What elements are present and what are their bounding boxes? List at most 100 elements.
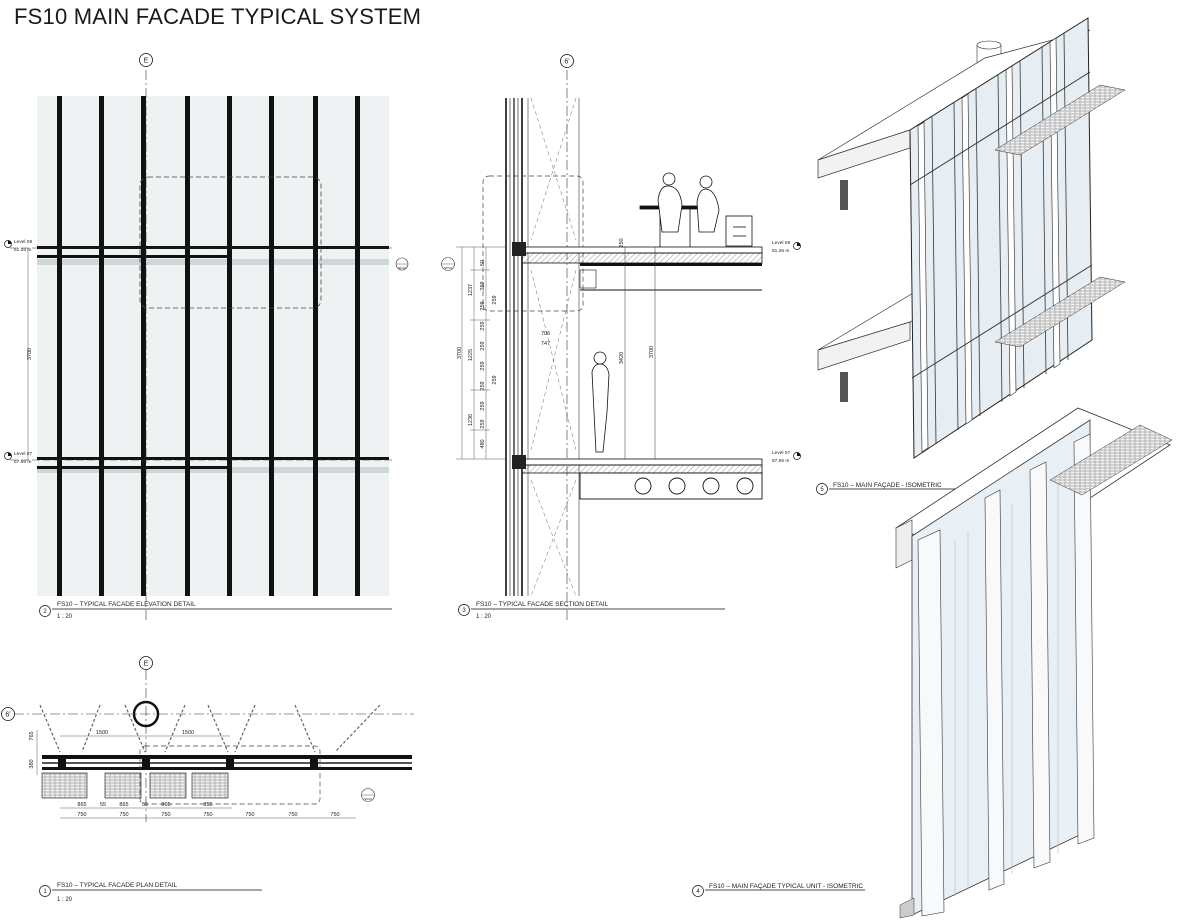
- svg-text:Level 07: Level 07: [772, 450, 790, 456]
- svg-text:FS10 – MAIN FAÇADE TYPICAL UNI: FS10 – MAIN FAÇADE TYPICAL UNIT - ISOMET…: [709, 883, 863, 890]
- svg-text:380: 380: [29, 759, 35, 768]
- svg-text:1225: 1225: [468, 349, 474, 361]
- svg-text:SD10: SD10: [364, 797, 372, 801]
- elevation-glazing: [37, 96, 389, 596]
- lower-bracket: [512, 455, 526, 469]
- svg-text:259: 259: [480, 419, 486, 428]
- svg-text:259: 259: [492, 295, 498, 304]
- svg-text:1500: 1500: [182, 730, 194, 736]
- svg-text:Level 08: Level 08: [772, 240, 790, 246]
- svg-text:259: 259: [480, 381, 486, 390]
- svg-text:FS10 – MAIN FAÇADE - ISOMETRIC: FS10 – MAIN FAÇADE - ISOMETRIC: [833, 482, 942, 489]
- svg-text:FS10 – TYPICAL FACADE SECTION: FS10 – TYPICAL FACADE SECTION DETAIL: [476, 601, 608, 608]
- svg-text:855: 855: [203, 802, 212, 808]
- grid-bubble-e-prime-sec: 6': [560, 54, 574, 68]
- svg-text:Level 07: Level 07: [14, 451, 32, 457]
- svg-text:750: 750: [330, 812, 339, 818]
- svg-text:750: 750: [245, 812, 254, 818]
- svg-text:FS10 – TYPICAL FACADE PLAN DET: FS10 – TYPICAL FACADE PLAN DETAIL: [57, 882, 178, 889]
- svg-text:1500: 1500: [96, 730, 108, 736]
- svg-text:865: 865: [119, 802, 128, 808]
- svg-text:480: 480: [480, 439, 486, 448]
- svg-text:750: 750: [203, 812, 212, 818]
- svg-text:747: 747: [541, 341, 550, 347]
- caption-section: 3 FS10 – TYPICAL FACADE SECTION DETAIL 1…: [458, 601, 725, 620]
- elevation-view: Level 08 61.26 m Level 07 57.56 m SD10 3…: [4, 53, 409, 622]
- svg-text:SD10: SD10: [444, 266, 452, 270]
- svg-text:3700: 3700: [457, 347, 463, 359]
- svg-text:2: 2: [43, 609, 47, 615]
- level-marker-08-elev: Level 08 61.26 m: [4, 239, 32, 253]
- svg-text:E: E: [144, 661, 149, 668]
- caption-unit: 4 FS10 – MAIN FAÇADE TYPICAL UNIT - ISOM…: [692, 883, 865, 897]
- elevation-transoms: [37, 246, 389, 469]
- svg-text:259: 259: [480, 341, 486, 350]
- svg-text:765: 765: [29, 731, 35, 740]
- isometric-facade-view: 5 FS10 – MAIN FAÇADE - ISOMETRIC: [816, 17, 1126, 495]
- plan-door-swings: [39, 704, 381, 753]
- svg-text:259: 259: [492, 375, 498, 384]
- svg-text:865: 865: [77, 802, 86, 808]
- svg-text:259: 259: [480, 401, 486, 410]
- svg-text:259: 259: [480, 301, 486, 310]
- svg-text:1 : 20: 1 : 20: [57, 614, 73, 620]
- svg-text:3420: 3420: [619, 352, 625, 364]
- lower-grille: [994, 276, 1126, 348]
- grid-bubble-e-prime-plan: 6': [1, 707, 15, 721]
- svg-text:1236: 1236: [468, 414, 474, 426]
- caption-iso: 5 FS10 – MAIN FAÇADE - ISOMETRIC: [816, 482, 970, 495]
- svg-text:1: 1: [43, 889, 47, 895]
- lower-slab: [521, 458, 763, 500]
- svg-text:1237: 1237: [468, 284, 474, 296]
- section-dimensions: [456, 246, 506, 460]
- grid-bubble-e-plan: E: [139, 656, 153, 670]
- section-marker-sec: SD10: [441, 257, 455, 271]
- level-marker-08-sec: Level 08 61.26 m: [772, 240, 801, 254]
- section-marker-elev: SD10: [395, 257, 409, 271]
- svg-text:3: 3: [462, 608, 466, 614]
- svg-text:Level 08: Level 08: [14, 239, 32, 245]
- svg-text:259: 259: [480, 361, 486, 370]
- svg-text:750: 750: [161, 812, 170, 818]
- svg-text:706: 706: [541, 331, 550, 337]
- sheet-title: FS10 MAIN FACADE TYPICAL SYSTEM: [14, 4, 422, 29]
- level-marker-07-elev: Level 07 57.56 m: [4, 451, 32, 465]
- svg-text:61.26 m: 61.26 m: [14, 247, 31, 253]
- svg-text:55: 55: [142, 802, 148, 808]
- svg-text:SD10: SD10: [398, 266, 406, 270]
- svg-text:750: 750: [288, 812, 297, 818]
- svg-text:57.56 m: 57.56 m: [14, 459, 31, 465]
- svg-text:6': 6': [564, 59, 569, 66]
- svg-text:57.56 m: 57.56 m: [772, 458, 789, 464]
- svg-text:1 : 20: 1 : 20: [57, 897, 73, 903]
- detail-callout-boundary: [139, 176, 322, 309]
- caption-elevation: 2 FS10 – TYPICAL FACADE ELEVATION DETAIL…: [39, 601, 392, 620]
- svg-text:4: 4: [696, 889, 700, 895]
- upper-slab: [521, 246, 763, 291]
- svg-text:259: 259: [480, 321, 486, 330]
- isometric-unit-view: 4 FS10 – MAIN FAÇADE TYPICAL UNIT - ISOM…: [692, 407, 1173, 919]
- svg-text:5: 5: [820, 487, 824, 493]
- svg-text:60: 60: [480, 260, 486, 266]
- column-icon: [132, 700, 160, 728]
- svg-text:FS10 – TYPICAL FACADE ELEVATIO: FS10 – TYPICAL FACADE ELEVATION DETAIL: [57, 601, 196, 608]
- svg-text:6': 6': [5, 712, 10, 719]
- elevation-mullions: [57, 96, 360, 596]
- svg-text:259: 259: [480, 281, 486, 290]
- svg-text:865: 865: [161, 802, 170, 808]
- section-view: 6': [441, 54, 801, 622]
- section-marker-plan: SD10: [361, 788, 375, 802]
- caption-plan: 1 FS10 – TYPICAL FACADE PLAN DETAIL 1 : …: [39, 882, 262, 903]
- svg-text:61.26 m: 61.26 m: [772, 248, 789, 254]
- svg-text:55: 55: [100, 802, 106, 808]
- elevation-height-dim: 3700: [27, 348, 33, 360]
- plan-wall-system: [41, 755, 412, 799]
- unit-fins: [917, 433, 1095, 917]
- svg-text:750: 750: [77, 812, 86, 818]
- svg-text:250: 250: [619, 238, 625, 247]
- svg-text:3700: 3700: [649, 346, 655, 358]
- upper-grille: [994, 84, 1126, 156]
- svg-text:750: 750: [119, 812, 128, 818]
- grid-bubble-e-elev: E: [139, 53, 153, 67]
